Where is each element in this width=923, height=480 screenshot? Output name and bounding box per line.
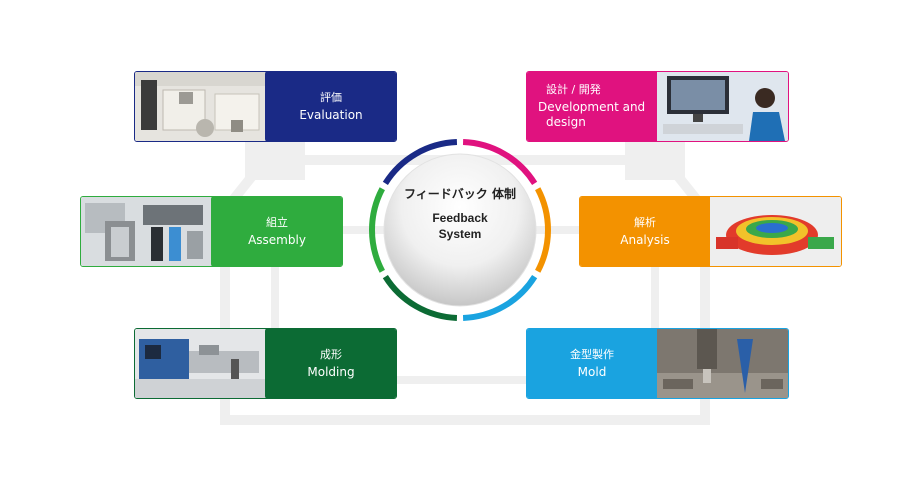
evaluation-label-jp: 評価 (320, 90, 342, 104)
center-title-en-line1: Feedback (432, 211, 488, 225)
card-mold: 金型製作 Mold (526, 328, 789, 399)
design-label-en-line1: Development and (538, 100, 646, 114)
ring-segment-evaluation (382, 139, 458, 185)
assembly-photo (81, 197, 212, 266)
assembly-panel: 組立 Assembly (211, 197, 342, 266)
design-photo (657, 72, 788, 141)
card-design: 設計 / 開発 Development and design (526, 71, 789, 142)
center-sphere (383, 153, 537, 307)
molding-label-en: Molding (307, 364, 355, 379)
feedback-ring (369, 139, 551, 321)
ring-segment-design (462, 139, 538, 185)
assembly-label-jp: 組立 (266, 215, 288, 229)
molding-photo (135, 329, 266, 398)
card-evaluation: 評価 Evaluation (134, 71, 397, 142)
design-panel: 設計 / 開発 Development and design (527, 72, 658, 141)
analysis-label-en: Analysis (620, 232, 670, 247)
ring-segment-molding (382, 275, 458, 321)
evaluation-panel: 評価 Evaluation (265, 72, 396, 141)
design-label-en-line2: design (546, 115, 586, 129)
center-title-jp: フィードバック 体制 (404, 187, 516, 201)
card-analysis: 解析 Analysis (579, 196, 842, 267)
center-title-en-line2: System (438, 227, 482, 241)
card-molding: 成形 Molding (134, 328, 397, 399)
mold-photo (657, 329, 788, 398)
mold-label-jp: 金型製作 (570, 347, 614, 361)
analysis-panel: 解析 Analysis (580, 197, 711, 266)
mold-panel: 金型製作 Mold (527, 329, 658, 398)
assembly-label-en: Assembly (248, 232, 306, 247)
ring-segment-mold (462, 275, 538, 321)
card-assembly: 組立 Assembly (80, 196, 343, 267)
analysis-photo (710, 197, 841, 266)
molding-panel: 成形 Molding (265, 329, 396, 398)
ring-segment-assembly (369, 187, 385, 273)
center-label: フィードバック 体制 Feedback System (392, 186, 528, 242)
evaluation-label-en: Evaluation (299, 107, 363, 122)
ring-segment-analysis (535, 187, 551, 273)
evaluation-photo (135, 72, 266, 141)
design-label-jp: 設計 / 開発 (546, 83, 601, 96)
analysis-label-jp: 解析 (634, 215, 656, 229)
ring-segments (369, 139, 551, 321)
molding-label-jp: 成形 (320, 347, 342, 361)
mold-label-en: Mold (577, 364, 607, 379)
